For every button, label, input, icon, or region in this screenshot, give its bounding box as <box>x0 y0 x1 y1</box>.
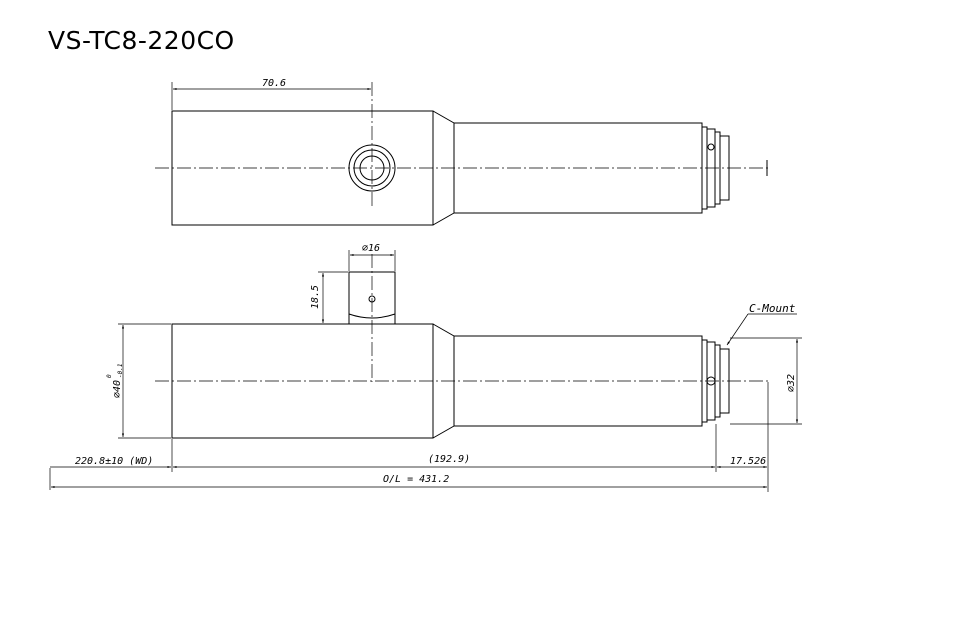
dim-label-40-upper-tol: 0 <box>106 374 113 378</box>
dim-label-32: ⌀32 <box>786 374 797 392</box>
side-setscrew <box>706 376 716 386</box>
dim-label-70-6: 70.6 <box>262 78 286 89</box>
top-setscrew <box>707 143 715 151</box>
port-boss-fillet <box>348 313 396 319</box>
top-main-body <box>171 110 434 226</box>
top-view: 70.6 <box>155 78 768 226</box>
dim-label-18-5: 18.5 <box>310 285 321 309</box>
dim-label-40: ⌀40 <box>112 380 123 398</box>
length-dimensions: 220.8±10 (WD) (192.9) 17.526 O/L = 431.2 <box>49 382 769 492</box>
drawing-title: VS-TC8-220CO <box>48 26 235 55</box>
dim-label-wd: 220.8±10 (WD) <box>75 456 153 467</box>
side-cmount <box>719 348 730 414</box>
side-view: ⌀16 18.5 ⌀40 0 -0.1 ⌀32 C-Mount <box>106 243 802 439</box>
dim-label-192-9: (192.9) <box>428 454 470 465</box>
cmount-label: C-Mount <box>749 302 796 315</box>
side-main-body <box>171 323 434 439</box>
cmount-leader <box>726 313 749 346</box>
dim-label-16: ⌀16 <box>362 243 380 254</box>
top-cmount <box>719 135 730 201</box>
dim-label-overall: O/L = 431.2 <box>383 474 449 485</box>
dim-label-17-526: 17.526 <box>730 456 766 467</box>
dim-label-40-lower-tol: -0.1 <box>117 364 124 378</box>
